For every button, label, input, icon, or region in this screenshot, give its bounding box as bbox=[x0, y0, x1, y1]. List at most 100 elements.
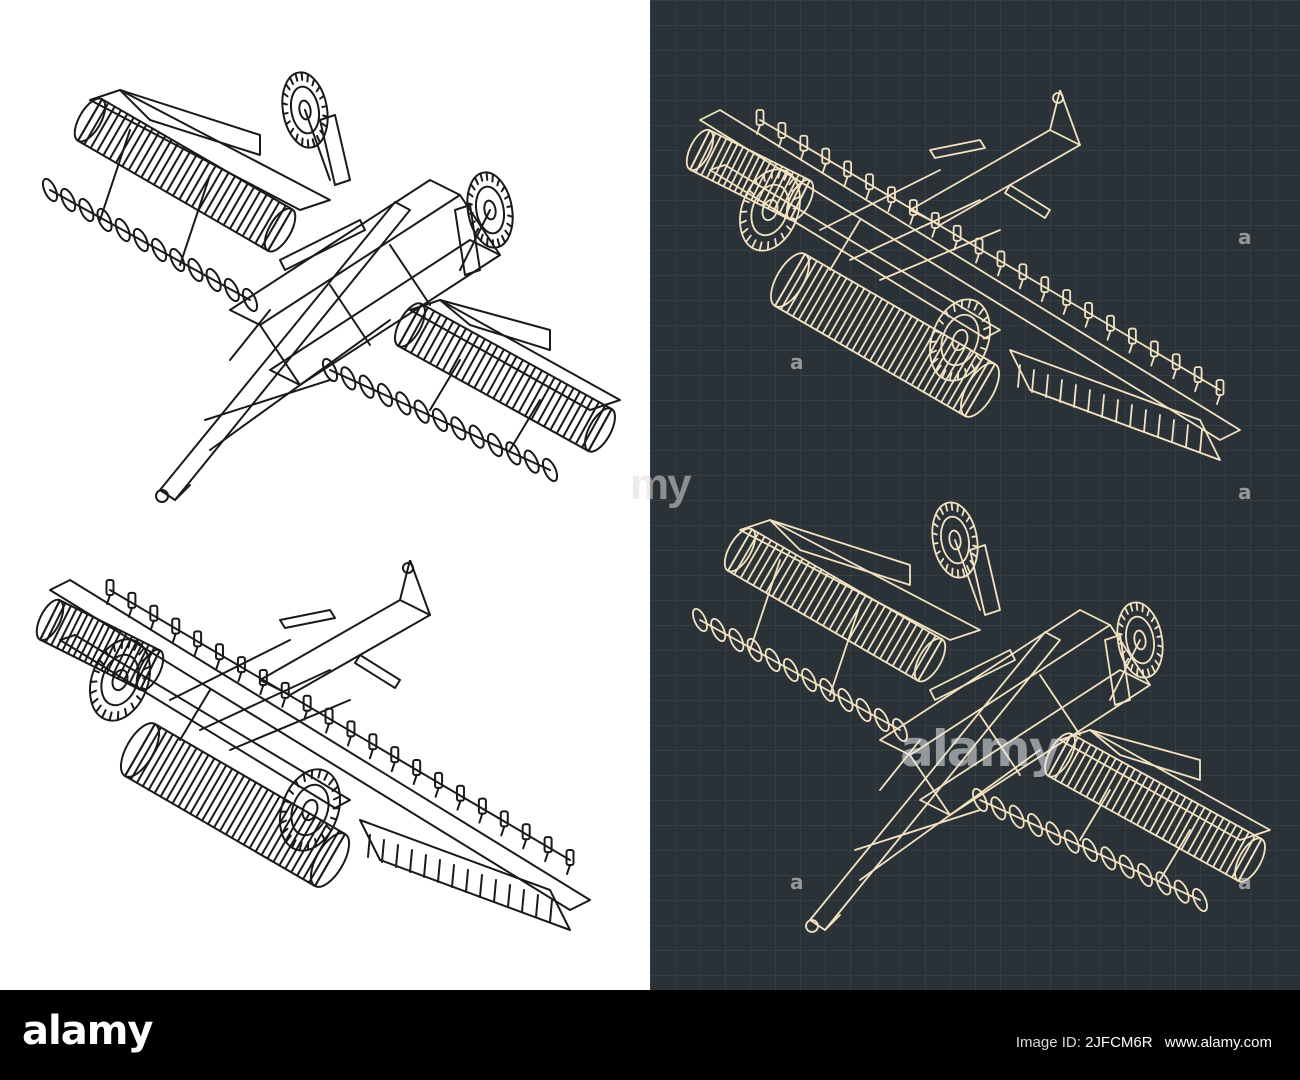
tyre-lug bbox=[742, 199, 750, 204]
image-id-label: Image ID: bbox=[1015, 1034, 1081, 1051]
drawing-front-light bbox=[41, 71, 621, 503]
roller-ring bbox=[562, 393, 588, 439]
tine-spring bbox=[522, 838, 528, 850]
disc-blade bbox=[782, 657, 799, 683]
disc-blade bbox=[990, 796, 1007, 821]
roller-ring bbox=[397, 302, 423, 348]
cross-member bbox=[259, 324, 301, 386]
disc-blade bbox=[1137, 862, 1153, 888]
wheel-icon bbox=[739, 168, 801, 252]
disc-blade bbox=[205, 267, 222, 293]
roller-ring bbox=[958, 359, 990, 414]
tyre-lug bbox=[288, 76, 294, 86]
disc-icon bbox=[692, 607, 908, 743]
roller-ring bbox=[278, 812, 311, 867]
roller-ring bbox=[891, 623, 918, 668]
roller-ring bbox=[473, 344, 499, 390]
tyre-lug bbox=[124, 707, 128, 718]
roller-ring bbox=[153, 740, 186, 795]
spike-tooth bbox=[535, 894, 539, 918]
roller-ring bbox=[1193, 813, 1219, 858]
spike-tooth bbox=[1031, 369, 1035, 393]
tyre-lug bbox=[1157, 644, 1164, 648]
tyre-lug bbox=[285, 834, 292, 843]
roller-ring bbox=[815, 277, 848, 331]
disc-blade bbox=[541, 457, 559, 483]
wheel-hub bbox=[483, 199, 497, 221]
tine-bracket bbox=[1040, 276, 1050, 294]
tine-spring bbox=[865, 188, 871, 200]
watermark-glyph: a bbox=[1238, 870, 1252, 894]
tine-bracket bbox=[1171, 353, 1181, 371]
roller-ring bbox=[739, 154, 761, 196]
roller-ring bbox=[296, 822, 329, 877]
tyre-lug bbox=[506, 222, 513, 229]
wheel-hub bbox=[951, 328, 969, 352]
roller-ring bbox=[790, 564, 817, 609]
wheel-hub bbox=[111, 668, 129, 692]
tyre-lug bbox=[751, 239, 757, 249]
roller-ring bbox=[236, 788, 269, 843]
wheel-icon bbox=[281, 71, 329, 149]
roller-ring bbox=[885, 619, 912, 664]
disc-blade bbox=[321, 357, 339, 383]
roller-ring bbox=[422, 316, 448, 362]
roller-ring bbox=[780, 256, 812, 311]
roller-ring bbox=[147, 736, 180, 791]
tyre-lug bbox=[1117, 622, 1124, 628]
step-plate bbox=[1004, 184, 1051, 219]
roller-ring bbox=[203, 171, 230, 216]
hitch-mast bbox=[399, 560, 411, 601]
spike-tooth bbox=[1087, 389, 1091, 413]
tyre-lug bbox=[758, 241, 763, 252]
disc-blade bbox=[692, 607, 708, 633]
roller-ring bbox=[190, 164, 218, 208]
tyre-lug bbox=[1156, 635, 1163, 638]
roller-ring bbox=[568, 397, 594, 442]
roller-ring bbox=[1155, 792, 1181, 837]
tyre-lug bbox=[133, 641, 139, 651]
roller-ring bbox=[201, 767, 234, 822]
tyre-lug bbox=[1129, 663, 1134, 672]
tyre-lug bbox=[284, 83, 291, 91]
tyre-lug bbox=[1135, 601, 1139, 611]
tyre-lug bbox=[135, 695, 143, 702]
roller-ring bbox=[247, 197, 275, 241]
roller-ring bbox=[242, 791, 275, 846]
roller-ring bbox=[141, 733, 174, 788]
tyre-lug bbox=[754, 179, 760, 188]
roller-ring bbox=[435, 323, 461, 369]
strut bbox=[509, 399, 541, 451]
spike-tooth bbox=[479, 874, 483, 898]
alamy-logo[interactable]: alamy bbox=[22, 1008, 153, 1054]
roller-ring bbox=[841, 594, 867, 638]
spike-tooth bbox=[1045, 374, 1049, 398]
link bbox=[229, 309, 271, 361]
tine-spring bbox=[346, 735, 352, 747]
roller-icon bbox=[35, 598, 165, 692]
roller-ring bbox=[498, 358, 524, 404]
tine-spring bbox=[171, 632, 177, 644]
tyre-lug bbox=[323, 771, 329, 781]
roller-ring bbox=[1186, 810, 1212, 854]
tine-bracket bbox=[865, 173, 874, 191]
site-url[interactable]: www.alamy.com bbox=[1164, 1034, 1272, 1051]
tyre-lug bbox=[491, 173, 494, 183]
tine-bracket bbox=[974, 237, 984, 255]
tyre-lug bbox=[944, 563, 949, 572]
roller-ring bbox=[178, 156, 205, 201]
roller-ring bbox=[133, 131, 161, 175]
roller-end bbox=[770, 252, 810, 308]
roller-ring bbox=[50, 604, 72, 647]
roller-ring bbox=[129, 726, 162, 781]
roller-ring bbox=[272, 808, 305, 863]
roller-ring bbox=[213, 774, 246, 829]
roller-ring bbox=[159, 145, 186, 190]
tyre-lug bbox=[956, 569, 960, 579]
drawbar-edge bbox=[174, 484, 191, 501]
tine-spring bbox=[931, 226, 937, 238]
roller-ring bbox=[1148, 789, 1174, 833]
spike-tooth bbox=[1073, 384, 1077, 408]
tyre-lug bbox=[507, 214, 514, 218]
tyre-lug bbox=[965, 515, 971, 523]
